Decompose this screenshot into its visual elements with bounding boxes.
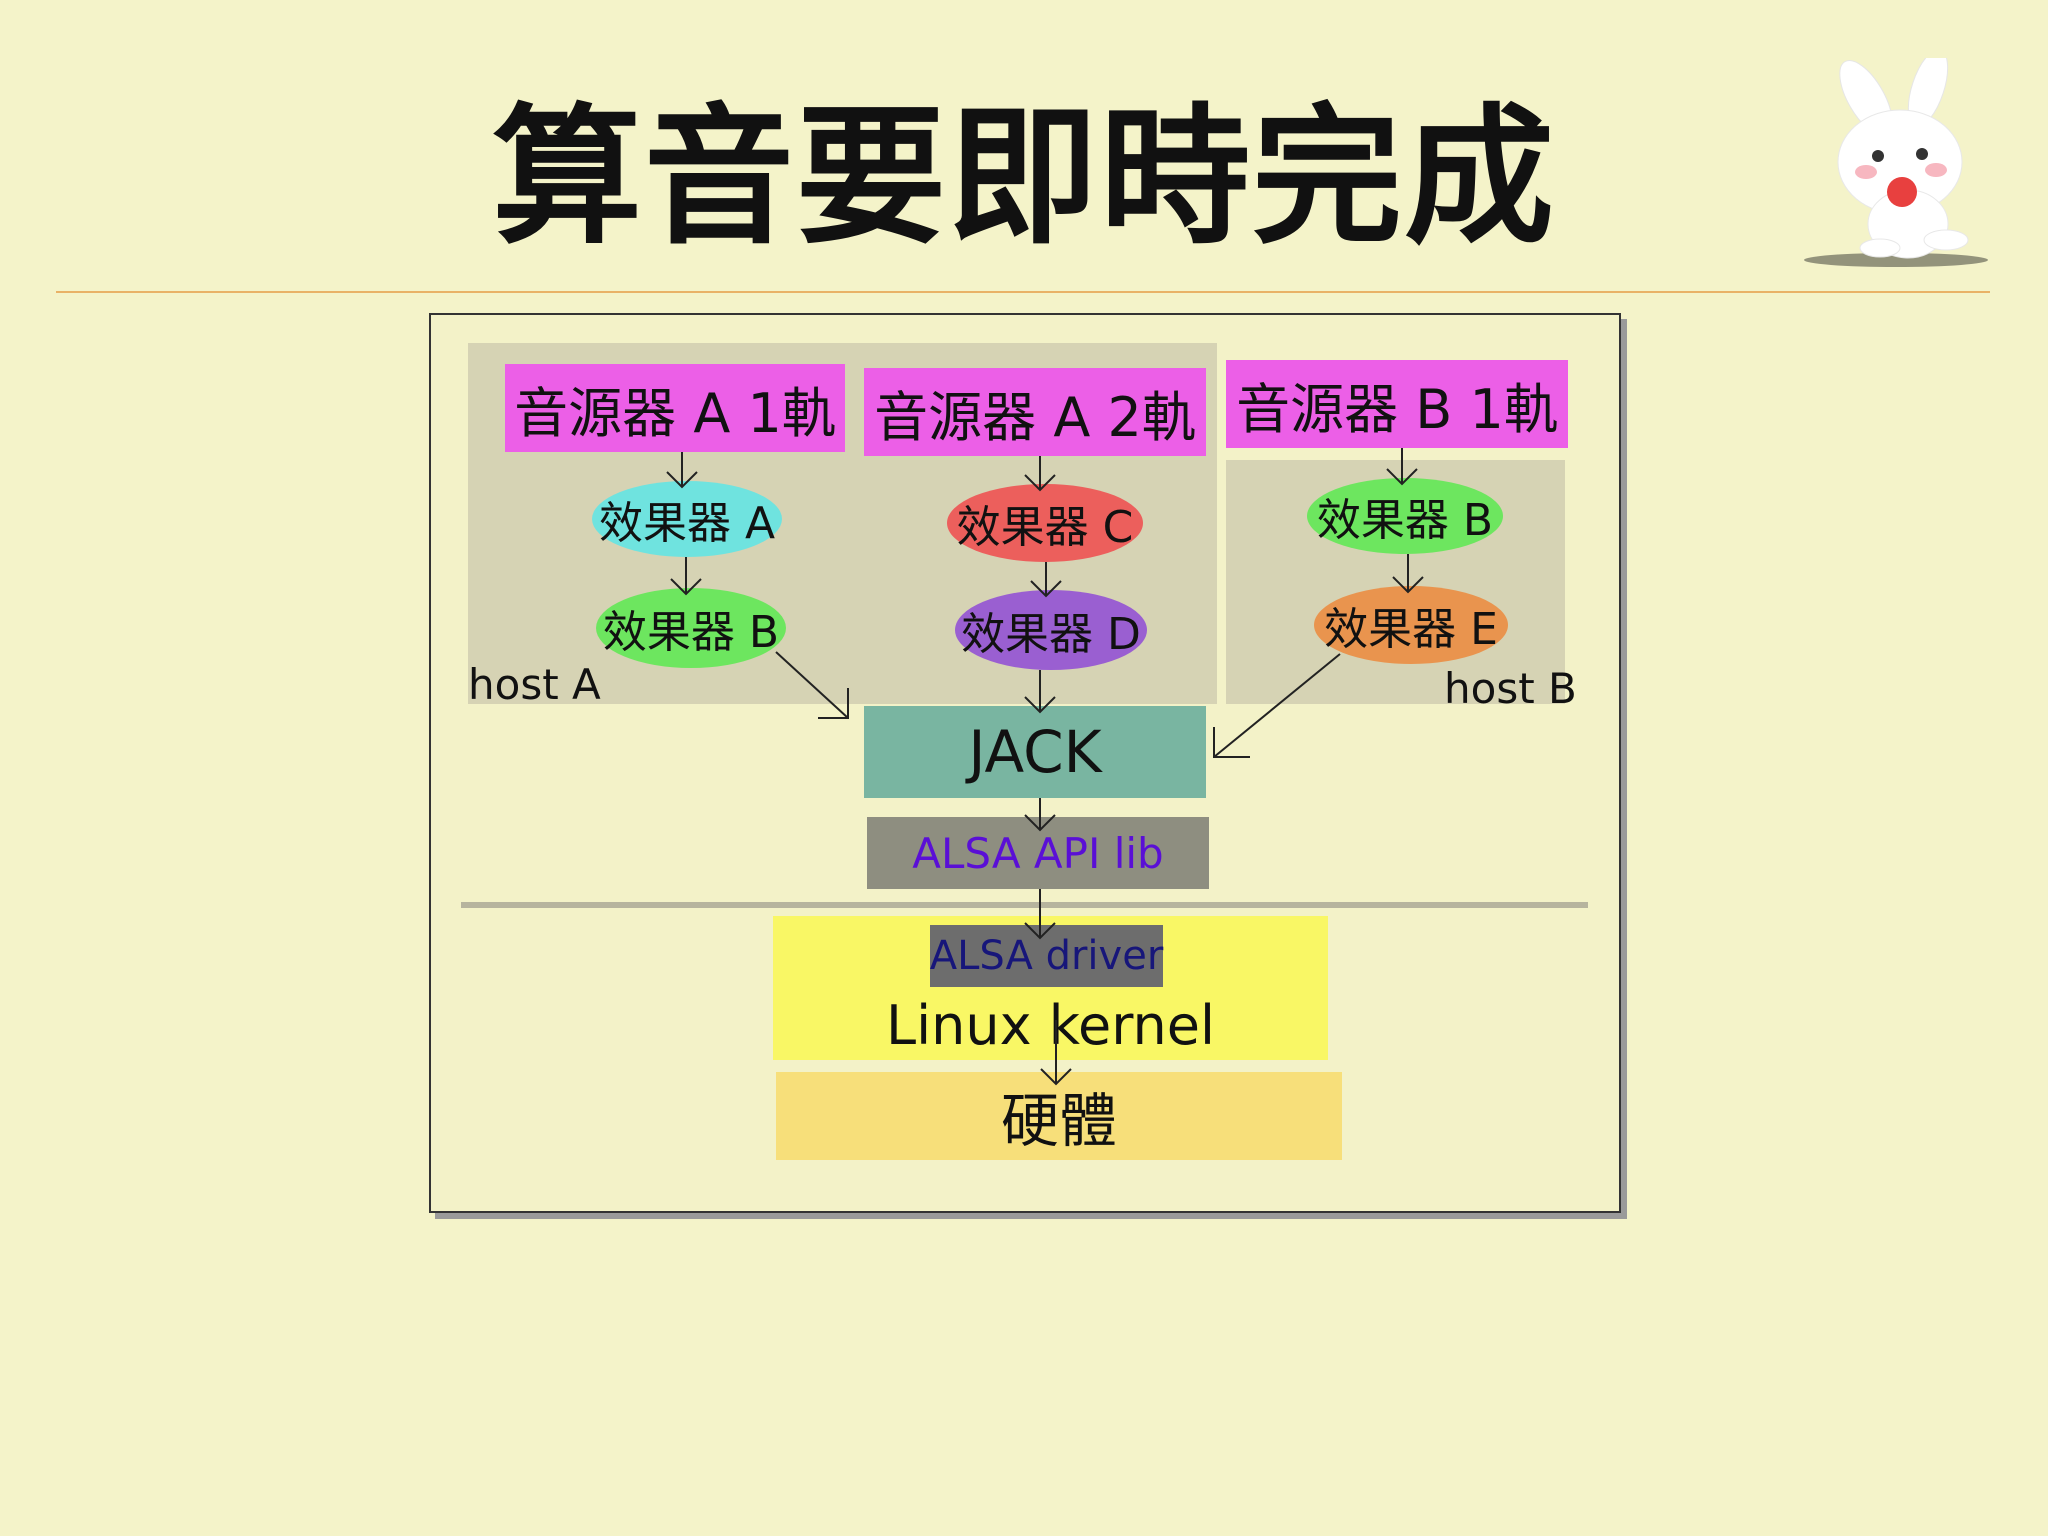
- source-b-track-1: 音源器 B 1軌: [1226, 360, 1568, 448]
- slide-title: 算音要即時完成: [491, 91, 1556, 265]
- source-a-track-2: 音源器 A 2軌: [864, 368, 1206, 456]
- kernel-boundary-line: [461, 902, 1588, 908]
- effect-c: 效果器 C: [947, 484, 1143, 562]
- alsa-api-lib-layer: ALSA API lib: [867, 817, 1209, 889]
- effect-e: 效果器 E: [1314, 586, 1508, 664]
- effect-b-host-b: 效果器 B: [1307, 478, 1503, 554]
- host-a-label: host A: [468, 660, 601, 709]
- effect-b-host-a: 效果器 B: [596, 588, 786, 668]
- effect-d: 效果器 D: [955, 590, 1147, 670]
- host-b-label: host B: [1444, 664, 1577, 713]
- linux-kernel-label: Linux kernel: [886, 993, 1215, 1057]
- title-divider: [56, 291, 1990, 293]
- rabbit-mascot-icon: [1804, 58, 1988, 267]
- hardware-layer: 硬體: [776, 1072, 1342, 1160]
- source-a-track-1: 音源器 A 1軌: [505, 364, 845, 452]
- effect-a: 效果器 A: [592, 481, 782, 557]
- alsa-driver-layer: ALSA driver: [930, 925, 1163, 987]
- jack-layer: JACK: [864, 706, 1206, 798]
